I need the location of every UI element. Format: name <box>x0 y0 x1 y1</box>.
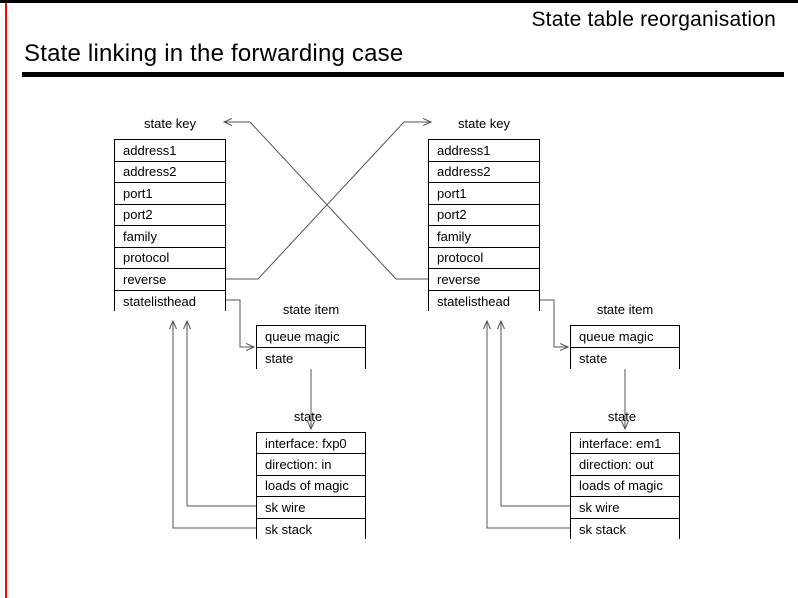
left-accent-rule <box>5 3 7 598</box>
page-title: State linking in the forwarding case <box>24 40 404 67</box>
left-state-item-table: queue magic state <box>256 325 366 369</box>
right-state-table: interface: em1 direction: out loads of m… <box>570 432 680 540</box>
wire-left-skstack-to-statelisthead <box>173 321 256 529</box>
table-row: port1 <box>429 183 539 205</box>
table-row: sk stack <box>257 518 365 540</box>
table-row: address1 <box>115 140 225 162</box>
table-row: reverse <box>115 269 225 291</box>
table-row: queue magic <box>571 326 679 348</box>
table-row: loads of magic <box>571 475 679 498</box>
table-row: interface: em1 <box>571 433 679 455</box>
caption-left-state-key: state key <box>143 116 197 131</box>
running-title: State table reorganisation <box>531 8 776 31</box>
wire-left-reverse-to-right-key <box>226 122 431 280</box>
table-row: family <box>115 226 225 248</box>
wire-right-statelisthead-to-state-item <box>540 299 568 347</box>
top-border-rule <box>0 0 798 3</box>
right-state-item-table: queue magic state <box>570 325 680 369</box>
table-row: address2 <box>429 161 539 183</box>
caption-right-state: state <box>607 409 637 424</box>
table-row: state <box>571 348 679 369</box>
table-row: sk wire <box>257 497 365 519</box>
table-row: protocol <box>429 247 539 269</box>
table-row: interface: fxp0 <box>257 433 365 455</box>
left-state-table: interface: fxp0 direction: in loads of m… <box>256 432 366 540</box>
table-row: port2 <box>115 204 225 226</box>
table-row: reverse <box>429 269 539 291</box>
wire-left-statelisthead-to-state-item <box>226 299 254 347</box>
caption-right-state-item: state item <box>596 302 654 317</box>
table-row: port2 <box>429 204 539 226</box>
wire-right-skwire-to-statelisthead <box>501 321 570 507</box>
table-row: address1 <box>429 140 539 162</box>
table-row: family <box>429 226 539 248</box>
left-state-key-table: address1 address2 port1 port2 family pro… <box>114 139 226 312</box>
table-row: address2 <box>115 161 225 183</box>
wire-right-reverse-to-left-key <box>224 122 428 280</box>
table-row: protocol <box>115 247 225 269</box>
title-underline-rule <box>22 72 784 77</box>
right-state-key-table: address1 address2 port1 port2 family pro… <box>428 139 540 312</box>
caption-left-state-item: state item <box>282 302 340 317</box>
table-row: statelisthead <box>115 290 225 312</box>
wire-left-skwire-to-statelisthead <box>187 321 256 507</box>
table-row: state <box>257 348 365 369</box>
table-row: queue magic <box>257 326 365 348</box>
table-row: loads of magic <box>257 475 365 498</box>
caption-right-state-key: state key <box>457 116 511 131</box>
table-row: sk wire <box>571 497 679 519</box>
caption-left-state: state <box>293 409 323 424</box>
table-row: direction: out <box>571 454 679 476</box>
wire-right-skstack-to-statelisthead <box>487 321 570 529</box>
table-row: statelisthead <box>429 290 539 312</box>
table-row: direction: in <box>257 454 365 476</box>
table-row: port1 <box>115 183 225 205</box>
table-row: sk stack <box>571 518 679 540</box>
